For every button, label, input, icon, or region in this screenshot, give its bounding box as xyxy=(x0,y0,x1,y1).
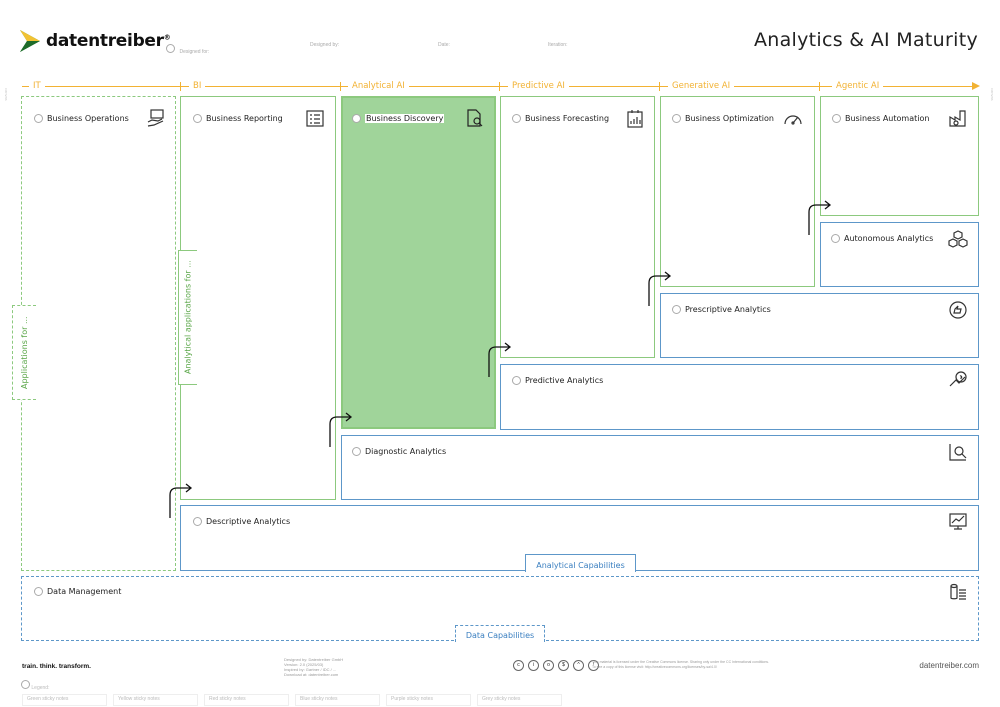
business-operations-label: Business Operations xyxy=(34,114,129,123)
hand-money-icon xyxy=(147,109,164,127)
sticky-legend-yellow: Yellow sticky notes xyxy=(113,694,198,706)
predictive-analytics-label: Predictive Analytics xyxy=(512,376,603,385)
forecast-chart-icon xyxy=(627,110,643,128)
brand-name: datentreiber xyxy=(46,31,164,51)
step-arrow-predictive-ai xyxy=(488,342,512,377)
stage-arrow-head xyxy=(972,82,980,90)
step-arrow-analytical-ai xyxy=(329,412,353,447)
share-icon: ^ xyxy=(573,660,584,671)
diagnostic-analytics-card[interactable] xyxy=(341,435,979,500)
by-icon: i xyxy=(528,660,539,671)
sticky-legend-purple: Purple sticky notes xyxy=(386,694,471,706)
meta-date[interactable]: Date: xyxy=(438,42,450,48)
autonomous-analytics-card[interactable] xyxy=(820,222,979,287)
sticky-legend-green: Green sticky notes xyxy=(22,694,107,706)
sticky-legend-grey: Grey sticky notes xyxy=(477,694,562,706)
logo: datentreiber® xyxy=(20,30,171,54)
license-text: This material is licensed under the Crea… xyxy=(592,660,770,669)
license-icons: c i o $ ^ ! xyxy=(513,660,599,671)
report-icon xyxy=(306,110,324,127)
side-margin-mark: canvas xyxy=(990,88,995,101)
network-nodes-icon xyxy=(948,230,968,248)
stage-bi: BI xyxy=(189,81,206,91)
stage-generative-ai: Generative AI xyxy=(668,81,735,91)
thumbs-up-icon xyxy=(949,301,967,319)
business-forecasting-card[interactable] xyxy=(500,96,655,358)
business-automation-card[interactable] xyxy=(820,96,979,216)
website-link[interactable]: datentreiber.com xyxy=(919,661,979,670)
business-discovery-label: Business Discovery xyxy=(352,114,445,123)
business-reporting-label: Business Reporting xyxy=(193,114,283,123)
diagnostic-analytics-label: Diagnostic Analytics xyxy=(352,447,446,456)
business-discovery-card[interactable] xyxy=(341,96,496,429)
cc-icon: c xyxy=(513,660,524,671)
nc-icon: $ xyxy=(558,660,569,671)
legend: Legend: xyxy=(21,680,49,691)
stage-tick xyxy=(659,82,660,91)
info-icon: ! xyxy=(588,660,599,671)
tagline: train. think. transform. xyxy=(22,663,91,670)
sa-icon: o xyxy=(543,660,554,671)
stage-agentic-ai: Agentic AI xyxy=(832,81,884,91)
step-arrow-agentic-ai xyxy=(808,200,832,235)
tab-data-capabilities[interactable]: Data Capabilities xyxy=(455,625,545,642)
trend-question-icon xyxy=(949,371,967,387)
database-list-icon xyxy=(950,583,966,600)
meta-iteration[interactable]: Iteration: xyxy=(548,42,568,48)
side-margin-mark: canvas xyxy=(4,88,9,101)
descriptive-analytics-label: Descriptive Analytics xyxy=(193,517,290,526)
sticky-legend-blue: Blue sticky notes xyxy=(295,694,380,706)
sticky-legend-red: Red sticky notes xyxy=(204,694,289,706)
business-optimization-label: Business Optimization xyxy=(672,114,774,123)
meta-designed-by[interactable]: Designed by: xyxy=(310,42,340,48)
stage-tick xyxy=(499,82,500,91)
prescriptive-analytics-card[interactable] xyxy=(660,293,979,358)
stage-it: IT xyxy=(29,81,45,91)
business-automation-label: Business Automation xyxy=(832,114,929,123)
stage-tick xyxy=(340,82,341,91)
stage-tick xyxy=(180,82,181,91)
line-chart-icon xyxy=(949,513,967,530)
predictive-analytics-card[interactable] xyxy=(500,364,979,430)
business-optimization-card[interactable] xyxy=(660,96,815,287)
data-management-label: Data Management xyxy=(34,587,121,596)
autonomous-analytics-label: Autonomous Analytics xyxy=(831,234,933,243)
step-arrow-bi xyxy=(169,483,193,518)
stage-analytical-ai: Analytical AI xyxy=(348,81,409,91)
factory-gear-icon xyxy=(949,110,966,127)
credits: Designed by: Datentreiber GmbH Version: … xyxy=(284,657,344,677)
business-forecasting-label: Business Forecasting xyxy=(512,114,609,123)
step-arrow-generative-ai xyxy=(648,271,672,306)
stage-tick xyxy=(819,82,820,91)
page-title: Analytics & AI Maturity xyxy=(753,29,978,51)
datentreiber-logo-icon xyxy=(20,30,40,52)
tab-analytical-capabilities[interactable]: Analytical Capabilities xyxy=(525,554,636,572)
document-search-icon xyxy=(467,109,483,127)
prescriptive-analytics-label: Prescriptive Analytics xyxy=(672,305,771,314)
magnifier-chart-icon xyxy=(949,444,967,461)
meta-designed-for[interactable]: Designed for: xyxy=(166,40,296,58)
gauge-icon xyxy=(784,115,802,125)
stage-predictive-ai: Predictive AI xyxy=(508,81,569,91)
